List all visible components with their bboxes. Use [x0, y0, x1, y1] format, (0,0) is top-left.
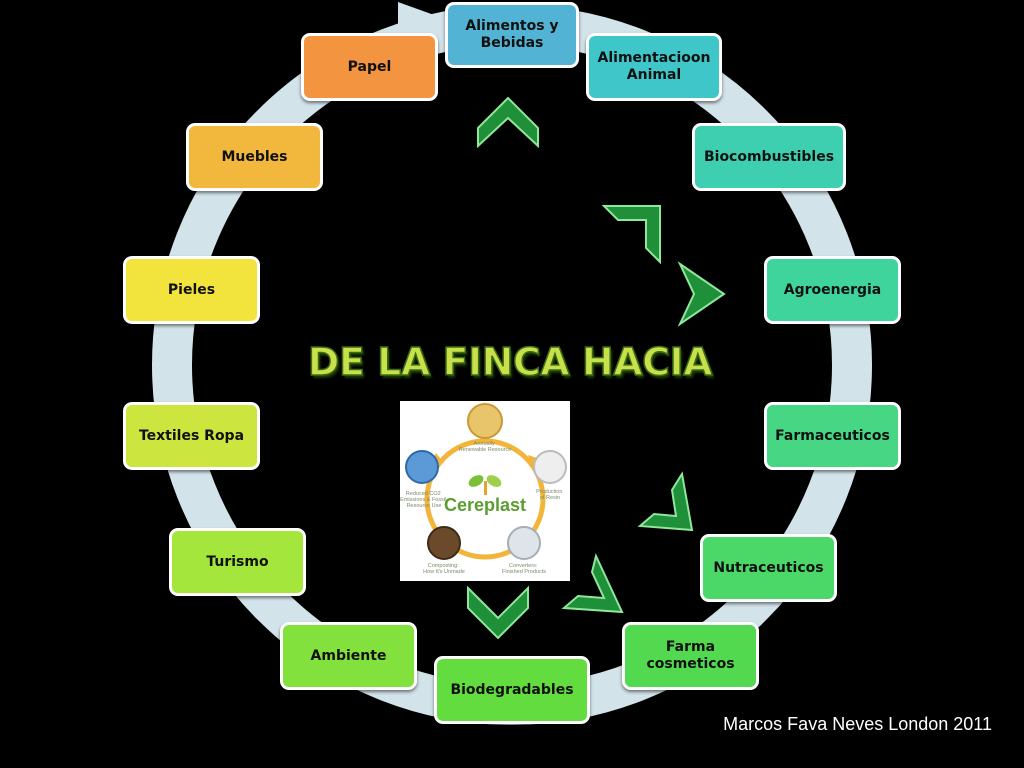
diagram-title: DE LA FINCA HACIA: [307, 339, 713, 385]
compost-soil-icon: [427, 526, 461, 560]
logo-brand-text: Cereplast: [444, 495, 526, 515]
node-biocombustibles: Biocombustibles: [692, 123, 846, 191]
node-farma-cosmeticos: Farma cosmeticos: [622, 622, 759, 690]
node-label: Biodegradables: [450, 681, 574, 698]
node-alimentacion-animal: Alimentacioon Animal: [586, 33, 722, 101]
stage-caption-line: How It's Unmade: [423, 569, 465, 575]
chevron-down-icon: [467, 585, 529, 640]
cereplast-logo-panel: Cereplast Annually Renewable Resource Pr…: [400, 401, 570, 581]
node-turismo: Turismo: [169, 528, 306, 596]
footer-credit: Marcos Fava Neves London 2011: [723, 714, 992, 734]
stage-caption-line: Reduced CO2: [406, 491, 441, 497]
stage-caption-line: Composting:: [428, 563, 459, 569]
sprout-leaf-right: [486, 475, 502, 487]
node-ambiente: Ambiente: [280, 622, 417, 690]
stage-caption-composting: Composting: How It's Unmade: [423, 563, 465, 575]
corn-image-icon: [467, 403, 503, 439]
node-alimentos-bebidas: Alimentos y Bebidas: [445, 2, 579, 68]
node-label: Nutraceuticos: [713, 559, 824, 576]
node-label: Biocombustibles: [703, 148, 835, 165]
resin-pellets-icon: [533, 450, 567, 484]
chevron-up-icon: [477, 96, 539, 149]
node-label: Turismo: [206, 553, 269, 570]
node-label: Farma cosmeticos: [646, 639, 735, 672]
stage-caption-resin: Production of Resin: [536, 489, 564, 501]
ring-arrow-head: [398, 2, 448, 40]
node-label: Papel: [347, 58, 392, 75]
sprout-leaf-left: [468, 475, 484, 487]
cereplast-cycle-graphic: Cereplast Annually Renewable Resource Pr…: [400, 403, 567, 575]
node-label: Ambiente: [310, 647, 387, 664]
sprout-stem: [484, 481, 487, 495]
sprout-icon: [468, 475, 502, 495]
stage-caption-line: Production: [536, 489, 562, 495]
sky-field-icon: [405, 450, 439, 484]
node-nutraceuticos: Nutraceuticos: [700, 534, 837, 602]
node-label: Farmaceuticos: [775, 427, 890, 444]
stage-caption-line: Renewable Resource: [459, 447, 512, 453]
node-biodegradables: Biodegradables: [434, 656, 590, 724]
node-label: Pieles: [167, 281, 216, 298]
node-pieles: Pieles: [123, 256, 260, 324]
chevron-right-icon: [677, 261, 726, 327]
stage-caption-line: Annually: [474, 441, 495, 447]
chevron-down-left-icon: [637, 471, 694, 532]
chevron-group: [467, 96, 726, 640]
stage-caption-line: of Resin: [540, 495, 560, 501]
node-agroenergia: Agroenergia: [764, 256, 901, 324]
stage-caption-line: Converters:: [509, 563, 538, 569]
logo-cycle-circle: [424, 438, 546, 560]
node-label: Alimentos y Bebidas: [465, 18, 559, 51]
node-label: Muebles: [221, 148, 288, 165]
stage-caption-renewable: Annually Renewable Resource: [459, 441, 512, 453]
node-label: Alimentacioon Animal: [597, 50, 711, 83]
node-farmaceuticos: Farmaceuticos: [764, 402, 901, 470]
chevron-down-left-icon: [561, 553, 624, 614]
stage-caption-converters: Converters: Finished Products: [502, 563, 546, 575]
stage-caption-reduced-co2: Reduced CO2 Emissions & Fossil Resource …: [400, 491, 448, 509]
node-papel: Papel: [301, 33, 438, 101]
finished-products-icon: [507, 526, 541, 560]
stage-caption-line: Emissions & Fossil: [400, 497, 446, 503]
node-label: Agroenergia: [783, 281, 882, 298]
node-muebles: Muebles: [186, 123, 323, 191]
node-label: Textiles Ropa: [138, 427, 245, 444]
stage-caption-line: Finished Products: [502, 569, 546, 575]
stage-caption-line: Resource Use: [407, 503, 442, 509]
node-textiles-ropa: Textiles Ropa: [123, 402, 260, 470]
chevron-right-down-icon: [601, 205, 661, 265]
